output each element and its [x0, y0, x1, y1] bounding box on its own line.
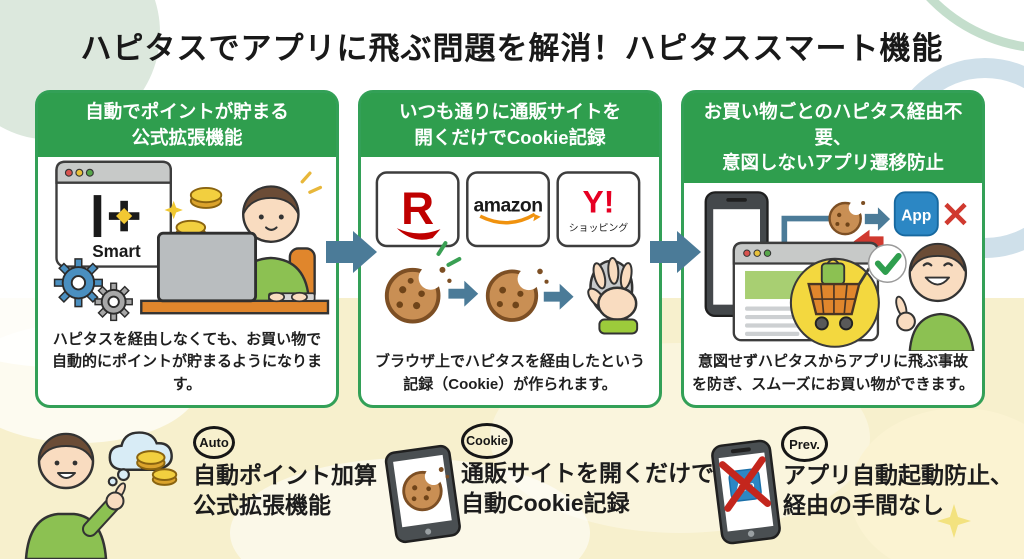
flow-arrow-icon	[326, 231, 377, 273]
person-at-desk-illustration	[140, 171, 330, 315]
svg-text:App: App	[901, 207, 931, 224]
app-icon: App	[893, 190, 939, 236]
auto-badge: Auto	[193, 426, 235, 459]
arrow-right-icon	[448, 280, 479, 307]
svg-text:ショッピング: ショッピング	[569, 221, 629, 234]
pointing-person-illustration	[24, 432, 126, 559]
mouse-hand-icon	[587, 257, 639, 335]
amazon-logo: amazon	[466, 171, 550, 248]
panel-3-caption: 意図せずハピタスからアプリに飛ぶ事故 を防ぎ、スムーズにお買い物ができます。	[691, 353, 974, 393]
coin-icon	[136, 450, 178, 486]
extension-illustration: Smart	[53, 160, 330, 322]
panel-2-header: いつも通りに通販サイトを 開くだけでCookie記録	[361, 93, 659, 158]
panel-2-caption: ブラウザ上でハピタスを経由したという 記録（Cookie）が作られます。	[374, 353, 645, 393]
emphasis-marks	[436, 241, 462, 267]
flow-arrow-icon	[650, 231, 701, 273]
svg-text:R: R	[401, 183, 434, 234]
feature-cookie-text: 通販サイトを開くだけで 自動Cookie記録	[461, 460, 714, 517]
phone-blocked-app-icon: App	[711, 439, 781, 545]
arrow-left-icon	[853, 229, 884, 253]
panel-3-illustration: App ✕	[684, 183, 982, 351]
sparkle-icon	[937, 504, 971, 538]
page-title: ハピタスでアプリに飛ぶ問題を解消！ハピタススマート機能	[80, 31, 944, 66]
cookie-icon	[384, 266, 452, 324]
happy-person-illustration	[895, 242, 975, 351]
browser-window-icon: Smart	[55, 160, 172, 268]
sparkle-icon	[164, 200, 183, 220]
panel-cookie-record: いつも通りに通販サイトを 開くだけでCookie記録 R amazon	[358, 90, 662, 408]
cart-icon	[789, 257, 880, 348]
cross-icon	[718, 456, 772, 512]
feature-auto-text: 自動ポイント加算 公式拡張機能	[193, 462, 377, 519]
cookie-icon	[828, 200, 866, 235]
panel-auto-extension: 自動でポイントが貯まる 公式拡張機能 Smart	[35, 90, 339, 408]
panel-app-prevention: お買い物ごとのハピタス経由不要、 意図しないアプリ遷移防止	[681, 90, 985, 408]
panel-1-caption: ハピタスを経由しなくても、お買い物で 自動的にポイントが貯まるようになります。	[51, 330, 322, 393]
smart-logo-label: Smart	[92, 241, 141, 261]
cross-icon: ✕	[941, 195, 971, 235]
panel-1-illustration: Smart	[38, 157, 336, 328]
svg-text:Y!: Y!	[583, 183, 615, 219]
monitor-icon	[156, 231, 258, 303]
cookie-badge: Cookie	[461, 423, 513, 459]
feature-prev-text: アプリ自動起動防止、 経由の手間なし	[783, 462, 1013, 519]
check-icon	[867, 243, 907, 283]
yahoo-shopping-logo: Y! ショッピング	[556, 171, 641, 248]
panel-2-illustration: R amazon Y! ショッピング	[361, 157, 659, 351]
prev-badge: Prev.	[781, 426, 828, 462]
arrow-right-icon	[543, 283, 574, 310]
hapitas-smart-logo: Smart	[92, 195, 141, 261]
gear-icon-gray	[94, 282, 133, 322]
tablet-cookie-icon	[384, 444, 461, 544]
cookie-icon	[485, 268, 549, 322]
arrow-right-icon	[864, 206, 891, 231]
panel-1-header: 自動でポイントが貯まる 公式拡張機能	[38, 93, 336, 158]
connector-line	[781, 215, 832, 245]
svg-text:amazon: amazon	[473, 194, 542, 216]
rakuten-logo: R	[375, 171, 460, 248]
thought-cloud-icon	[107, 431, 178, 487]
app-prevention-illustration: App ✕	[704, 190, 975, 351]
cookie-flow-illustration: R amazon Y! ショッピング	[375, 171, 641, 335]
panel-3-header: お買い物ごとのハピタス経由不要、 意図しないアプリ遷移防止	[684, 93, 982, 183]
gear-icon	[53, 258, 103, 308]
